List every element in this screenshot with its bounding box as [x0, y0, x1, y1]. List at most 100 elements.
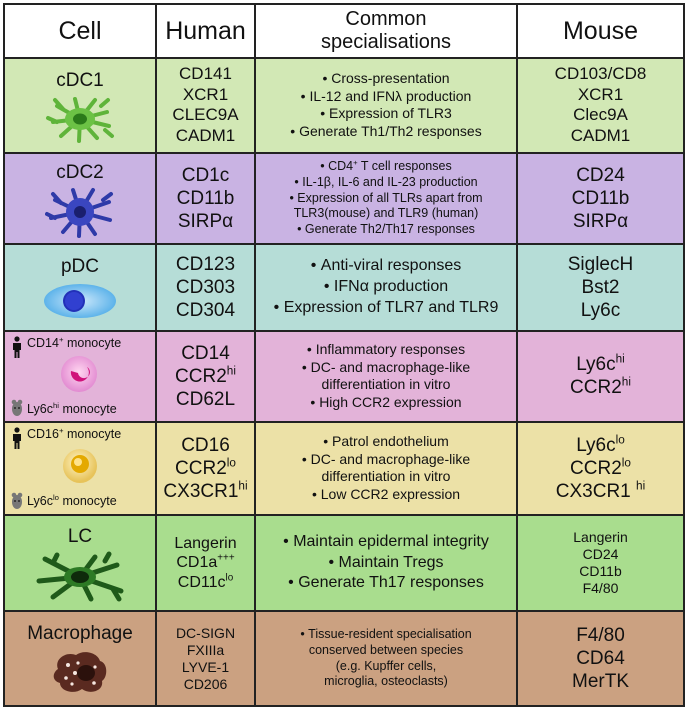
label-text: Ly6c	[27, 401, 53, 416]
row-cd14-monocyte: CD14+ monocyte	[3, 329, 685, 424]
marker-text: CD11c	[177, 573, 226, 591]
marker-text: CD62L	[175, 388, 236, 410]
marker: CD24	[576, 164, 625, 186]
marker: XCR1	[182, 84, 229, 104]
marker: Clec9A	[573, 105, 628, 125]
marker: CD14	[161, 342, 250, 365]
marker-sup: lo	[225, 572, 234, 584]
row-cdc2: cDC2 CD1c CD11b SIRPα CD4+ T cell respon…	[3, 151, 685, 246]
spec-item: Inflammatory responses	[260, 341, 512, 359]
cell-name: cDC1	[56, 69, 104, 91]
marker: CD11b	[176, 187, 235, 209]
marker: CLEC9A	[172, 105, 239, 125]
cell-pdc: pDC	[3, 243, 157, 332]
cd14-monocyte-label: CD14+ monocyte	[27, 335, 121, 351]
marker-sup: lo	[621, 456, 631, 470]
marker: CD62L	[161, 388, 250, 411]
marker-text: CX3CR1	[163, 481, 239, 502]
human-markers-lc: Langerin CD1a+++ CD11clo	[155, 513, 256, 613]
marker-text: CCR2	[570, 377, 622, 399]
marker: CD304	[175, 299, 236, 321]
cell-cdc2: cDC2	[3, 151, 157, 246]
cell-cd16-monocyte: CD16+ monocyte	[3, 421, 157, 516]
mouse-markers-lc: Langerin CD24 CD11b F4/80	[516, 513, 685, 613]
label-sup: hi	[52, 400, 59, 410]
cell-cd14-monocyte: CD14+ monocyte	[3, 329, 157, 424]
cell-name: cDC2	[56, 161, 104, 183]
spec-macrophage: Tissue-resident specialisation conserved…	[254, 610, 518, 707]
spec-item-cd4: CD4+ T cell responses	[260, 159, 512, 175]
marker-sup: hi	[636, 479, 646, 493]
spec-item: Maintain Tregs	[260, 553, 512, 574]
header-spec-line1: Common	[345, 8, 427, 30]
marker: CX3CR1hi	[161, 480, 250, 503]
row-pdc: pDC CD123 CD303 CD304	[3, 243, 685, 332]
marker: CD11b	[579, 563, 622, 580]
marker-text: CCR2	[570, 457, 622, 479]
spec-cd16: Patrol endothelium DC- and macrophage-li…	[254, 421, 518, 516]
label-tail: monocyte	[63, 427, 122, 442]
marker: SiglecH	[567, 253, 634, 275]
spec-item-continued: differentiation in vitro	[321, 468, 451, 485]
header-cell: Cell	[3, 3, 157, 59]
human-figure-icon	[13, 335, 21, 358]
spec-item: DC- and macrophage-like	[260, 451, 512, 469]
spec-cdc2: CD4+ T cell responses IL-1β, IL-6 and IL…	[254, 151, 518, 246]
marker-sup: hi	[621, 376, 631, 390]
header-human: Human	[155, 3, 256, 59]
spec-item: Tissue-resident specialisation	[260, 627, 512, 643]
spec-item-continued: (e.g. Kupffer cells,	[335, 658, 437, 673]
human-markers-macrophage: DC-SIGN FXIIIa LYVE-1 CD206	[155, 610, 256, 707]
marker: CCR2lo	[522, 457, 679, 480]
mouse-markers-cdc1: CD103/CD8 XCR1 Clec9A CADM1	[516, 57, 685, 154]
spec-item: Cross-presentation	[260, 70, 512, 88]
spec-item: Generate Th17 responses	[260, 573, 512, 594]
mouse-markers-pdc: SiglecH Bst2 Ly6c	[516, 243, 685, 332]
monocyte-cd16-icon	[63, 449, 97, 484]
cell-macrophage: Macrophage	[3, 610, 157, 707]
marker: CADM1	[175, 126, 236, 146]
marker-sup: hi	[238, 479, 248, 493]
label-text: CD16	[27, 427, 59, 442]
cdc2-dendritic-cell-icon	[45, 187, 113, 238]
marker: Bst2	[581, 276, 620, 298]
spec-item: Patrol endothelium	[260, 433, 512, 451]
mouse-icon	[11, 399, 23, 417]
mouse-markers-cd14: Ly6chi CCR2hi	[516, 329, 685, 424]
marker: SIRPα	[177, 210, 234, 232]
marker: FXIIIa	[186, 641, 225, 658]
row-lc: LC Langerin CD1a+++ CD11clo Maintain epi…	[3, 513, 685, 613]
human-markers-cd16: CD16 CCR2lo CX3CR1hi	[155, 421, 256, 516]
spec-item: Maintain epidermal integrity	[260, 532, 512, 553]
human-markers-cdc2: CD1c CD11b SIRPα	[155, 151, 256, 246]
spec-item-continued: conserved between species	[308, 643, 464, 658]
row-macrophage: Macrophage DC-SIGN FXIIIa LYVE-1 CD20	[3, 610, 685, 707]
marker: Ly6chi	[522, 353, 679, 376]
marker: Ly6c	[580, 299, 621, 321]
spec-lc: Maintain epidermal integrity Maintain Tr…	[254, 513, 518, 613]
marker: CD16	[161, 434, 250, 457]
human-markers-cdc1: CD141 XCR1 CLEC9A CADM1	[155, 57, 256, 154]
spec-item: DC- and macrophage-like	[260, 359, 512, 377]
label-sup: +	[58, 425, 64, 435]
marker-text: CD1a	[176, 554, 218, 572]
spec-item: IL-1β, IL-6 and IL-23 production	[260, 175, 512, 191]
marker: SIRPα	[572, 210, 629, 232]
marker: XCR1	[577, 84, 624, 104]
cd4-sup: +	[353, 158, 358, 168]
marker-text: CD14	[181, 342, 230, 364]
ly6c-hi-monocyte-label: Ly6chi monocyte	[27, 400, 117, 417]
spec-item: Expression of all TLRs apart from	[260, 191, 512, 207]
marker: CD24	[582, 545, 619, 562]
marker: CD303	[175, 276, 236, 298]
row-cdc1: cDC1 CD141 XCR1 CLEC9A CADM1 Cross-prese…	[3, 57, 685, 154]
cell-name: pDC	[60, 255, 99, 277]
cd4-tail: T cell responses	[360, 159, 452, 174]
marker: CD64	[576, 648, 625, 670]
label-text: CD14	[27, 335, 59, 350]
cdc1-dendritic-cell-icon	[46, 96, 114, 143]
marker: CD1c	[181, 164, 230, 186]
spec-item: IFNα production	[260, 277, 512, 298]
marker: CX3CR1 hi	[522, 480, 679, 503]
pdc-cell-icon	[44, 283, 116, 318]
